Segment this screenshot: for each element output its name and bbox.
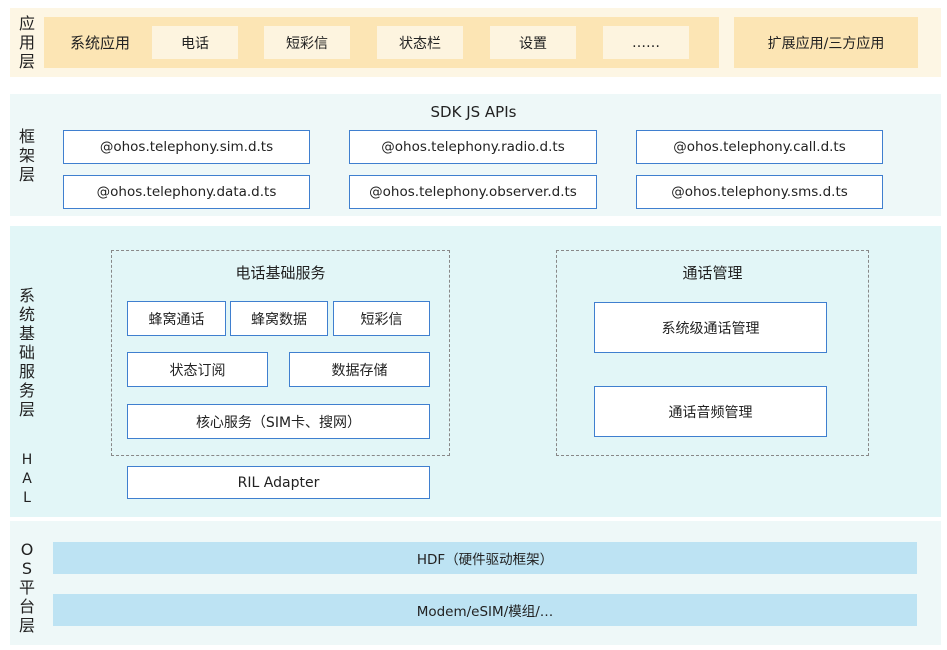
hdf-bar: HDF（硬件驱动框架）	[53, 542, 917, 574]
framework-layer-label: 框 架 层	[18, 127, 35, 184]
api-call: @ohos.telephony.call.d.ts	[636, 130, 883, 164]
hal-layer-label: H A L	[21, 452, 33, 506]
modem-bar: Modem/eSIM/模组/…	[53, 594, 917, 626]
api-data: @ohos.telephony.data.d.ts	[63, 175, 310, 209]
call-audio-manager: 通话音频管理	[594, 386, 827, 437]
system-service-layer-label: 系 统 基 础 服 务 层	[18, 286, 35, 419]
third-party-apps: 扩展应用/三方应用	[734, 17, 918, 68]
os-layer-label: O S 平 台 层	[18, 540, 35, 635]
api-radio: @ohos.telephony.radio.d.ts	[349, 130, 597, 164]
api-sim: @ohos.telephony.sim.d.ts	[63, 130, 310, 164]
state-registry-service: 状态订阅	[127, 352, 268, 387]
data-storage-service: 数据存储	[289, 352, 430, 387]
os-platform-layer	[10, 521, 941, 645]
app-more: ……	[603, 26, 689, 59]
telephony-services-title: 电话基础服务	[235, 264, 326, 282]
app-phone: 电话	[152, 26, 238, 59]
application-layer-label: 应 用 层	[18, 14, 35, 71]
app-status-bar: 状态栏	[377, 26, 463, 59]
app-settings: 设置	[490, 26, 576, 59]
core-service: 核心服务（SIM卡、搜网）	[127, 404, 430, 439]
cellular-data-service: 蜂窝数据	[230, 301, 328, 336]
call-manager-title: 通话管理	[682, 264, 743, 282]
call-manager-group	[556, 250, 869, 456]
system-call-manager: 系统级通话管理	[594, 302, 827, 353]
app-messaging: 短彩信	[264, 26, 350, 59]
api-observer: @ohos.telephony.observer.d.ts	[349, 175, 597, 209]
ril-adapter: RIL Adapter	[127, 466, 430, 499]
system-apps-title: 系统应用	[70, 34, 131, 52]
api-sms: @ohos.telephony.sms.d.ts	[636, 175, 883, 209]
telephony-services-group	[111, 250, 450, 456]
sdk-js-apis-title: SDK JS APIs	[430, 103, 517, 121]
cellular-call-service: 蜂窝通话	[127, 301, 226, 336]
sms-mms-service: 短彩信	[333, 301, 430, 336]
